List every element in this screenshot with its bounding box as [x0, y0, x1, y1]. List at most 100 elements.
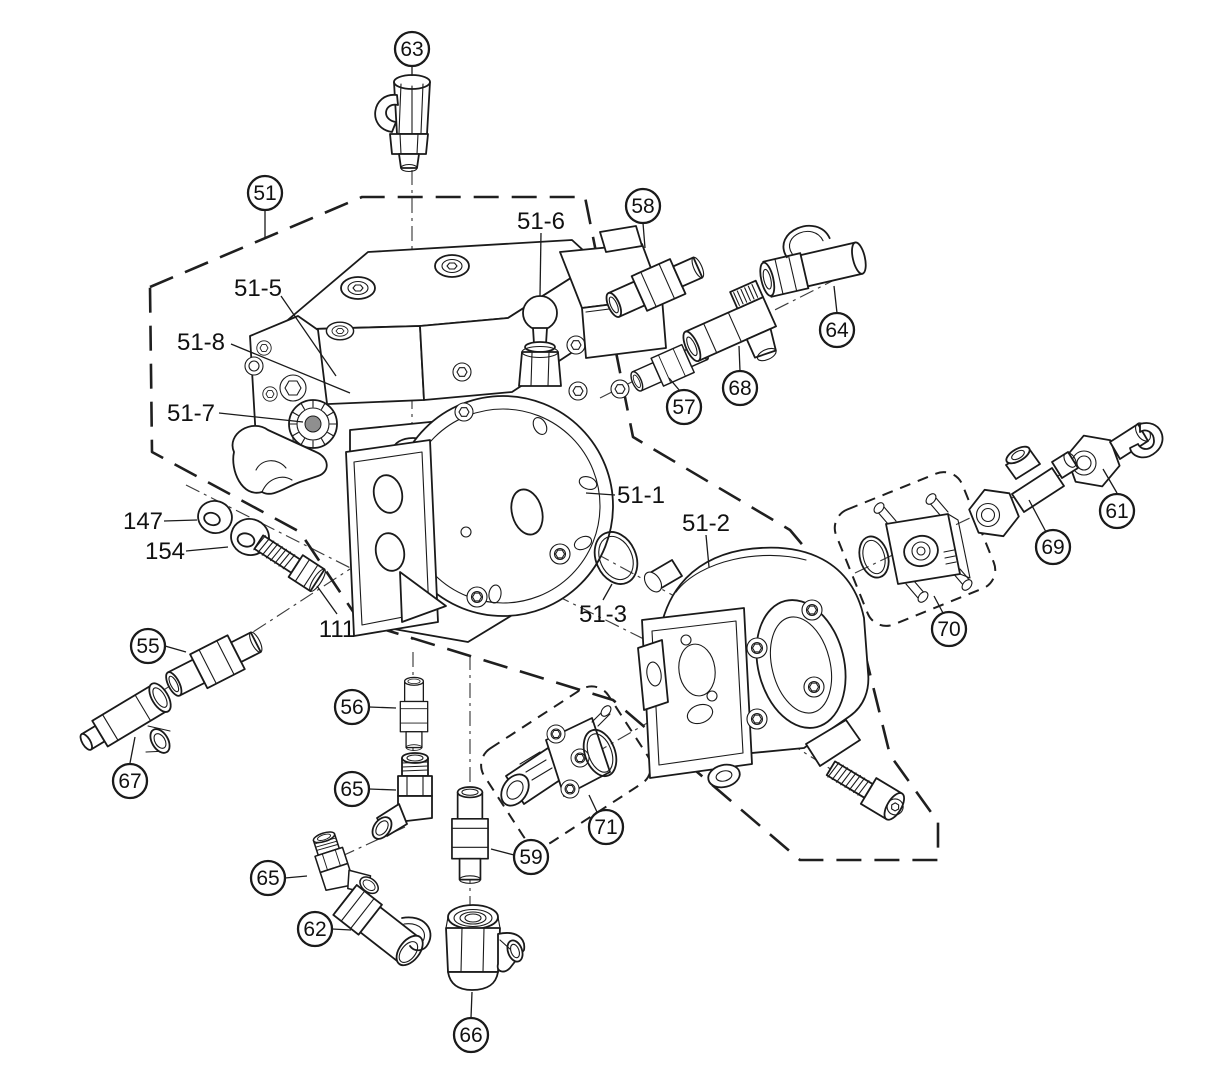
callout-balloon: [930, 610, 968, 648]
callout-balloon: [333, 770, 371, 808]
leader-line: [738, 345, 741, 372]
leader-line: [316, 585, 338, 615]
label-51-2: 51-2: [682, 510, 730, 568]
leader-line: [705, 534, 710, 568]
part-61-cap-fitting: [1065, 422, 1164, 488]
leader-line: [1028, 499, 1047, 533]
leader-line: [185, 546, 229, 552]
part-51-4-screw: [825, 760, 905, 821]
callout-63: 63: [393, 30, 431, 76]
leader-line: [833, 285, 838, 314]
callout-65b: 65: [249, 859, 308, 897]
callout-62: 62: [296, 910, 352, 948]
part-56-union: [399, 676, 429, 752]
callout-67: 67: [111, 736, 149, 800]
part-number: 62: [303, 918, 326, 941]
part-number: 59: [519, 846, 542, 869]
part-number: 68: [728, 377, 751, 400]
part-number: 61: [1105, 500, 1128, 523]
callout-balloon: [111, 762, 149, 800]
part-number: 64: [825, 319, 849, 342]
label-51-7: 51-7: [167, 400, 304, 427]
leader-line: [585, 492, 616, 496]
part-65-elbow-a: [367, 752, 433, 844]
label-147: 147: [123, 508, 198, 535]
part-59-union: [451, 786, 489, 885]
callout-68: 68: [721, 345, 759, 407]
callout-69: 69: [1028, 499, 1072, 566]
leader-line: [539, 232, 542, 297]
label-51-5: 51-5: [234, 275, 337, 377]
label-51-8: 51-8: [177, 329, 351, 394]
part-number: 51-6: [517, 208, 565, 235]
callout-balloon: [296, 910, 334, 948]
callout-65a: 65: [333, 770, 397, 808]
part-111-bolt: [253, 534, 326, 593]
part-number: 51-7: [167, 400, 215, 427]
leader-line: [218, 412, 304, 423]
callout-56: 56: [333, 688, 397, 726]
callout-balloon: [246, 174, 284, 212]
part-147-washer: [197, 500, 233, 534]
part-62-fitting: [332, 884, 432, 967]
callout-balloon: [249, 859, 287, 897]
part-66-elbow: [445, 904, 526, 991]
leader-line: [129, 736, 136, 764]
detail-box-70: [833, 471, 997, 627]
part-number: 63: [400, 38, 423, 61]
part-63-plug: [374, 74, 431, 173]
part-51-2-gear-pump: [637, 546, 870, 789]
callout-balloon: [665, 388, 703, 426]
leader-line: [470, 991, 473, 1019]
part-number: 51-3: [579, 601, 627, 628]
callout-balloon: [818, 311, 856, 349]
callout-64: 64: [818, 285, 856, 349]
callout-57: 57: [665, 377, 703, 426]
leader-line: [230, 343, 351, 394]
part-number: 67: [118, 770, 141, 793]
part-51-7-knob: [288, 399, 338, 449]
part-64-cap-fitting: [759, 224, 867, 298]
callout-balloon: [587, 808, 625, 846]
callout-balloon: [452, 1016, 490, 1054]
callout-70: 70: [930, 595, 968, 648]
part-number: 70: [937, 618, 960, 641]
label-51-6: 51-6: [517, 208, 565, 297]
callout-58: 58: [624, 187, 662, 249]
label-51-1: 51-1: [585, 482, 665, 509]
part-number: 55: [136, 635, 159, 658]
part-number: 65: [340, 778, 363, 801]
callout-55: 55: [129, 627, 187, 665]
leader-line: [284, 875, 308, 879]
part-71-flange: [500, 705, 618, 807]
callout-61: 61: [1098, 468, 1136, 530]
part-number: 51-2: [682, 510, 730, 537]
part-number: 111: [319, 616, 355, 643]
part-number: 66: [459, 1024, 482, 1047]
part-51-pump-unit: [231, 225, 667, 643]
callout-51: 51: [246, 174, 284, 238]
part-51-3-o-ring: [593, 531, 639, 585]
part-number: 65: [256, 867, 279, 890]
leader-line: [331, 928, 352, 931]
part-number: 69: [1041, 536, 1064, 559]
callout-balloon: [129, 627, 167, 665]
leader-line: [933, 595, 944, 614]
part-number: 57: [672, 396, 695, 419]
part-70-flange: [858, 493, 973, 603]
label-51-3: 51-3: [579, 583, 627, 628]
callout-layer: 63 51 51-6 58 64 57 68 51-551-8 51-7 51-1 51-2 51-3…: [111, 30, 1136, 1054]
leader-line: [588, 794, 598, 813]
part-69-tee: [968, 445, 1079, 538]
detail-box-71: [480, 685, 652, 847]
part-68-tee: [682, 279, 777, 363]
part-51-6-ball-knob: [518, 295, 562, 387]
part-number: 147: [123, 508, 163, 535]
label-111: 111: [316, 585, 355, 643]
part-number: 58: [631, 195, 654, 218]
part-number: 71: [594, 816, 617, 839]
part-55-union: [159, 622, 269, 705]
knob-center: [304, 415, 322, 433]
